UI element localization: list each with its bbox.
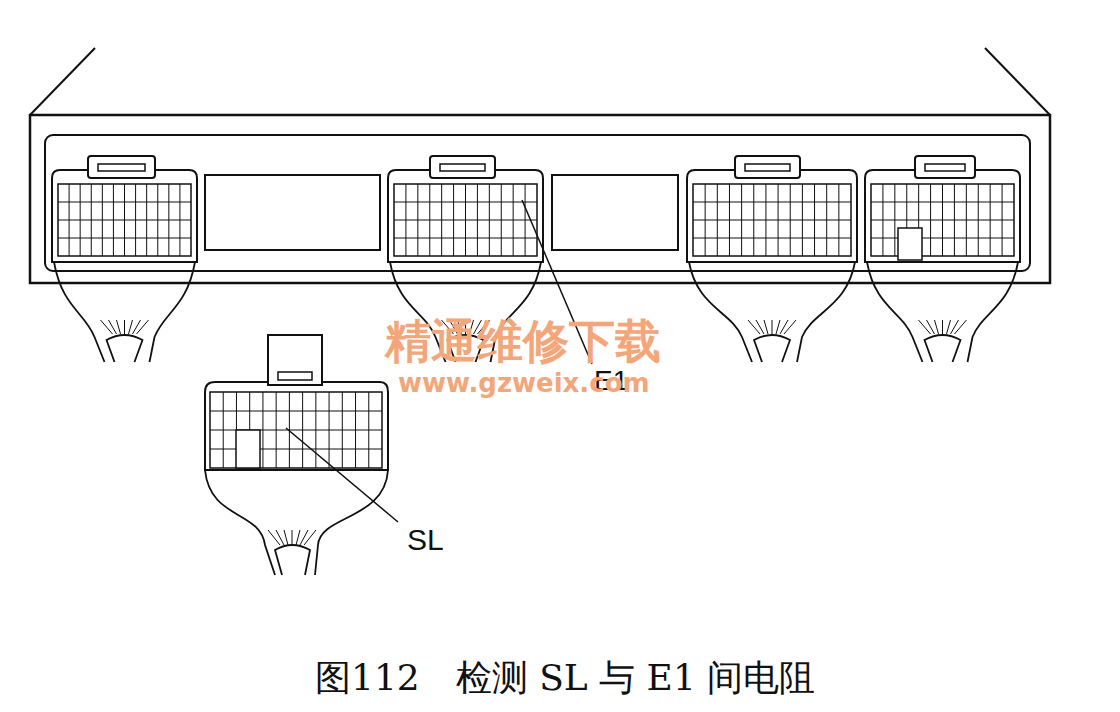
pin-cavity	[898, 228, 922, 260]
wire-strand	[947, 320, 951, 334]
latch-slot	[440, 164, 485, 171]
wire-strand	[284, 530, 288, 545]
connector-latch	[88, 156, 155, 178]
wire-harness	[968, 262, 1019, 362]
pin-divider	[394, 202, 537, 203]
ecu-connector	[52, 170, 197, 262]
wire-strand	[109, 320, 117, 334]
connector-latch	[735, 156, 800, 178]
wire-strand	[292, 530, 293, 545]
wire-strand	[919, 320, 931, 334]
housing-edge	[30, 48, 95, 115]
figure-caption: 图112 检测 SL 与 E1 间电阻	[315, 660, 815, 696]
pin-divider	[871, 202, 1014, 203]
pin-divider	[394, 238, 537, 239]
pin-grid	[871, 184, 1014, 256]
wire-strand	[137, 320, 149, 334]
wire-strand	[296, 530, 300, 545]
wire-harness	[797, 262, 855, 362]
wire-strand	[780, 320, 788, 334]
pin-divider	[58, 220, 191, 221]
wire-strand	[784, 320, 796, 334]
wire-strand	[101, 320, 113, 334]
wire-strand	[268, 530, 280, 545]
blank-window	[552, 175, 678, 250]
latch-slot	[98, 164, 145, 171]
ecu-connector	[687, 170, 857, 262]
latch-slot	[745, 164, 790, 171]
latch-slot	[925, 164, 965, 171]
leader-line	[286, 428, 398, 522]
wire-strand	[124, 320, 125, 334]
wire-strand	[776, 320, 780, 334]
wire-strand	[772, 320, 773, 334]
wire-bundle	[925, 335, 961, 362]
ecu-connector	[388, 170, 543, 262]
pin-divider	[693, 220, 851, 221]
watermark: www.gzweix.com	[398, 370, 650, 396]
ecu-housing	[30, 115, 1050, 283]
wire-strand	[927, 320, 935, 334]
pin-divider	[210, 411, 382, 412]
pin-name: SL	[405, 524, 446, 556]
wire-strand	[955, 320, 967, 334]
pin-grid	[693, 184, 851, 256]
wire-strand	[935, 320, 939, 334]
wire-strand	[300, 530, 308, 545]
wire-strand	[748, 320, 760, 334]
wire-strand	[117, 320, 121, 334]
wire-bundle	[275, 545, 310, 575]
wire-bundle	[107, 335, 143, 362]
pin-grid	[210, 392, 382, 468]
wire-harness	[315, 470, 388, 575]
connector-latch	[268, 335, 322, 385]
pin-divider	[871, 238, 1014, 239]
wire-strand	[304, 530, 316, 545]
wire-harness	[150, 262, 196, 362]
connector-panel	[45, 135, 1030, 271]
blank-window	[205, 175, 380, 250]
watermark: 精通维修下载	[385, 318, 661, 364]
harness-connector	[205, 382, 388, 470]
wire-bundle	[754, 335, 790, 362]
connector-latch	[915, 156, 975, 178]
wire-strand	[764, 320, 768, 334]
pin-divider	[394, 220, 537, 221]
pin-grid	[58, 184, 191, 256]
pin-divider	[58, 202, 191, 203]
pin-divider	[58, 238, 191, 239]
pin-divider	[693, 202, 851, 203]
pin-divider	[871, 220, 1014, 221]
pin-grid	[394, 184, 537, 256]
wire-harness	[205, 470, 275, 575]
wire-harness	[867, 262, 923, 362]
wire-strand	[133, 320, 141, 334]
pin-cavity	[236, 430, 260, 468]
connector-latch	[430, 156, 495, 178]
wire-harness	[689, 262, 752, 362]
ecu-connector	[865, 170, 1020, 262]
pin-divider	[693, 238, 851, 239]
housing-edge	[985, 48, 1050, 115]
wire-strand	[942, 320, 943, 334]
wire-strand	[276, 530, 284, 545]
wire-strand	[756, 320, 764, 334]
wire-harness	[54, 262, 105, 362]
latch-slot	[278, 372, 312, 380]
wire-strand	[951, 320, 959, 334]
wire-strand	[129, 320, 133, 334]
